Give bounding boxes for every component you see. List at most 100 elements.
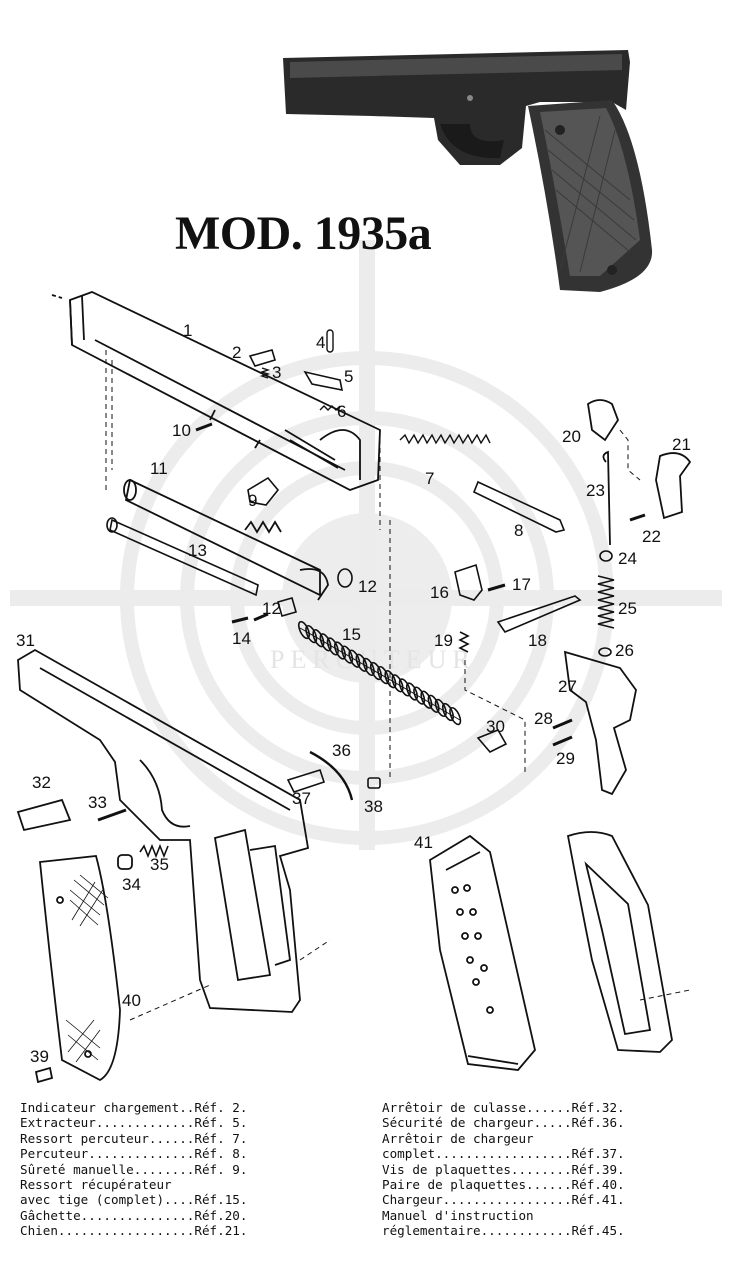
part-number-label: 3 xyxy=(272,363,281,382)
part-number-label: 6 xyxy=(337,402,346,421)
part-5-extractor xyxy=(303,370,344,392)
part-number-label: 13 xyxy=(188,541,207,560)
legend-line: Sûreté manuelle........Réf. 9. xyxy=(20,1161,248,1177)
spring-coil xyxy=(333,641,347,660)
spring-coil xyxy=(312,629,325,648)
part-number-label: 4 xyxy=(316,333,325,352)
part-13-rod xyxy=(106,517,259,597)
part-12-link xyxy=(277,597,297,617)
part-40-grip xyxy=(39,855,121,1082)
part-number-label: 25 xyxy=(618,599,637,618)
legend-line: Arrêtoir de chargeur xyxy=(382,1130,534,1146)
spring-coil xyxy=(405,682,419,701)
spring-coil xyxy=(420,690,433,709)
part-number-label: 18 xyxy=(528,631,547,650)
spring-coil xyxy=(348,649,361,668)
part-18-bar xyxy=(496,595,582,633)
part-number-label: 33 xyxy=(88,793,107,812)
part-34-plunger xyxy=(117,854,133,870)
assembly-guides xyxy=(111,360,691,1021)
spring-coil xyxy=(369,661,383,681)
legend-line: Sécurité de chargeur.....Réf.36. xyxy=(382,1115,625,1131)
part-16-piece xyxy=(454,563,483,601)
spring-coil xyxy=(391,674,404,693)
part-number-label: 40 xyxy=(122,991,141,1010)
part-number-label: 19 xyxy=(434,631,453,650)
legend-line: Vis de plaquettes........Réf.39. xyxy=(382,1161,625,1177)
part-11-barrel xyxy=(123,478,329,601)
legend-line: Percuteur..............Réf. 8. xyxy=(20,1146,248,1162)
part-31-frame xyxy=(17,648,310,1013)
spring-coil xyxy=(377,665,390,685)
part-number-label: 1 xyxy=(183,321,192,340)
part-36-safety xyxy=(309,750,354,801)
pistol-photo xyxy=(283,50,653,292)
part-number-label: 5 xyxy=(344,367,353,386)
legend-line: Manuel d'instruction xyxy=(382,1207,534,1223)
spring-coil xyxy=(398,678,411,697)
part-10-pin xyxy=(195,422,213,432)
part-number-label: 37 xyxy=(292,789,311,808)
part-number-label: 35 xyxy=(150,855,169,874)
part-number-label: 22 xyxy=(642,527,661,546)
part-number-label: 34 xyxy=(122,875,141,894)
part-number-label: 27 xyxy=(558,677,577,696)
part-number-label: 10 xyxy=(172,421,191,440)
spring-coil xyxy=(305,624,318,644)
legend-line: Paire de plaquettes......Réf.40. xyxy=(382,1177,625,1193)
spring-coil xyxy=(326,637,339,656)
part-33-pin xyxy=(97,808,127,822)
part-30-guide xyxy=(476,728,508,753)
part-14-pin xyxy=(231,616,249,624)
part-number-label: 20 xyxy=(562,427,581,446)
spring-coil xyxy=(434,698,447,718)
part-38-screw xyxy=(367,777,381,789)
part-number-label: 14 xyxy=(232,629,251,648)
part-number-label: 12 xyxy=(262,599,281,618)
part-number-label: 31 xyxy=(16,631,35,650)
legend-line: avec tige (complet)....Réf.15. xyxy=(20,1192,248,1208)
legend-line: Chargeur.................Réf.41. xyxy=(382,1192,625,1208)
part-27-housing xyxy=(563,650,637,796)
legend-line: Extracteur.............Réf. 5. xyxy=(20,1115,248,1131)
spring-coil xyxy=(384,670,397,689)
part-29-pin xyxy=(552,735,573,747)
part-9-safety xyxy=(247,476,280,506)
legend-line: Ressort récupérateur xyxy=(20,1177,172,1193)
legend-line: complet..................Réf.37. xyxy=(382,1146,625,1162)
part-21-hammer xyxy=(655,452,692,520)
part-number-label: 17 xyxy=(512,575,531,594)
spring-coil xyxy=(319,633,332,652)
part-32-slide-stop xyxy=(16,798,72,832)
part-number-label: 11 xyxy=(150,459,168,478)
part-35-spring xyxy=(139,843,169,859)
spring-coil xyxy=(427,694,440,713)
part-number-label: 9 xyxy=(248,491,257,510)
part-6-spring xyxy=(319,405,341,411)
part-14-pin-b xyxy=(253,612,269,622)
spring-coil xyxy=(297,620,311,640)
part-number-label: 39 xyxy=(30,1047,49,1066)
part-22-pin xyxy=(629,513,646,522)
part-number-label: 24 xyxy=(618,549,637,568)
part-number-label: 2 xyxy=(232,343,241,362)
part-number-label: 26 xyxy=(615,641,634,660)
spring-coil xyxy=(449,706,462,726)
part-number-label: 38 xyxy=(364,797,383,816)
part-number-label: 8 xyxy=(514,521,523,540)
part-3-spring xyxy=(259,367,271,379)
spring-coil xyxy=(355,653,368,672)
part-number-label: 21 xyxy=(672,435,691,454)
part-20-sear xyxy=(587,399,620,442)
part-number-label: 41 xyxy=(414,833,433,852)
part-number-label: 23 xyxy=(586,481,605,500)
parts-legend-left: Indicateur chargement..Réf. 2.Extracteur… xyxy=(20,1100,247,1239)
part-37-catch xyxy=(286,769,326,793)
slide-part xyxy=(51,291,381,491)
diagram-title: MOD. 1935a xyxy=(175,207,432,260)
spring-coil xyxy=(441,702,455,722)
part-number-label: 36 xyxy=(332,741,351,760)
